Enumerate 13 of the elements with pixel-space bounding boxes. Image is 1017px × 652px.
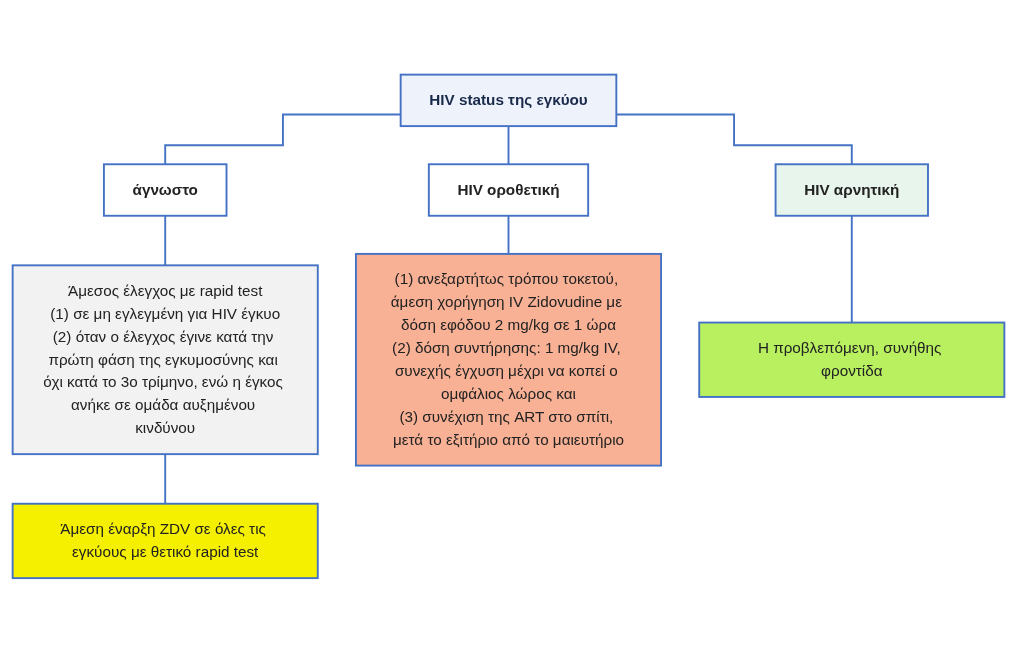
node-box: Η προβλεπόμενη, συνήθης φροντίδα	[698, 321, 1006, 398]
connector	[164, 214, 167, 266]
connector	[507, 214, 510, 255]
node-box: (1) ανεξαρτήτως τρόπου τοκετού, άμεση χορήγηση IV Zidovudine με δόση εφόδου 2 mg/kg σε 1 ώρα (2) δόση συντήρησης: 1 mg/kg IV, συνεχής έγχυση μέχρι να κοπεί ο ομφάλιος λώρος και (3) συνέχιση της ART στο σπίτι, μετά το εξιτήριο από το μαιευτήριο	[354, 252, 663, 467]
node-box: HIV οροθετική	[427, 162, 590, 217]
node-box: Άμεσος έλεγχος με rapid test (1) σε μη εγλεγμένη για HIV έγκυο (2) όταν ο έλεγχος έγινε κατά την πρώτη φάση της εγκυμοσύνης και όχι κατά το 3ο τρίμηνο, ενώ η έγκος ανήκε σε ομάδα αυξημένου κινδύνου	[11, 264, 319, 455]
connector	[507, 124, 510, 165]
node-box: HIV αρνητική	[774, 162, 929, 217]
connector	[164, 452, 167, 505]
node-box: άγνωστο	[102, 162, 228, 217]
node-box: Άμεση έναρξη ZDV σε όλες τις εγκύους με θετικό rapid test	[11, 502, 319, 579]
node-box: HIV status της εγκύου	[399, 73, 618, 127]
connector	[850, 214, 853, 324]
